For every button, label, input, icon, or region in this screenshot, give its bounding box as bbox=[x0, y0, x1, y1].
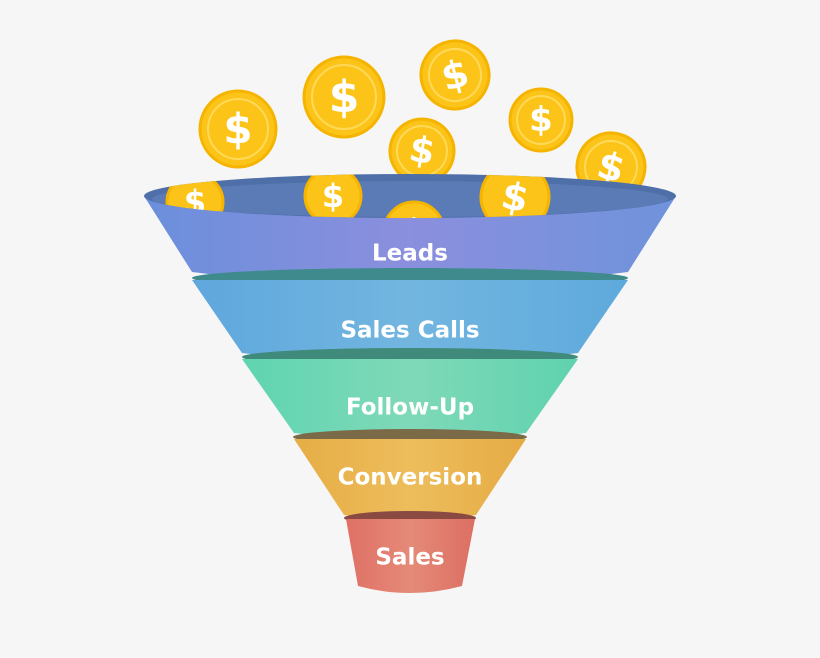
stage-label-sales-calls: Sales Calls bbox=[340, 318, 479, 344]
funnel-stage-sales bbox=[344, 511, 476, 593]
svg-text:$: $ bbox=[402, 212, 426, 252]
svg-text:$: $ bbox=[223, 105, 252, 154]
svg-text:$: $ bbox=[529, 100, 553, 140]
stage-label-conversion: Conversion bbox=[338, 465, 483, 491]
dollar-coin-icon: $ bbox=[198, 89, 278, 169]
funnel-stage-sales-calls bbox=[192, 268, 628, 364]
dollar-coin-icon: $ bbox=[479, 174, 551, 218]
dollar-coin-icon: $ bbox=[303, 174, 363, 218]
dollar-coin-icon: $ bbox=[382, 200, 446, 252]
dollar-coin-icon: $ bbox=[508, 87, 574, 153]
funnel-stage-conversion bbox=[293, 429, 527, 520]
stage-label-follow-up: Follow-Up bbox=[346, 395, 474, 421]
coins-floating: $ $ $ $ $ bbox=[198, 39, 647, 203]
funnel-stage-follow-up bbox=[242, 348, 578, 441]
dollar-coin-icon: $ bbox=[388, 117, 456, 185]
dollar-coin-icon: $ bbox=[419, 39, 491, 111]
dollar-coin-icon: $ bbox=[302, 55, 386, 139]
stage-label-leads: Leads bbox=[372, 241, 448, 267]
stage-label-sales: Sales bbox=[375, 545, 444, 571]
coins-in-mouth: $ $ $ $ bbox=[165, 174, 551, 252]
svg-text:$: $ bbox=[322, 177, 344, 215]
svg-text:$: $ bbox=[329, 72, 360, 123]
